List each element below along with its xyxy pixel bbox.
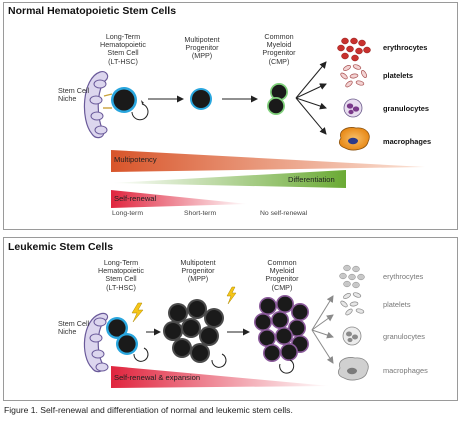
leukemic-output-platelets: platelets (383, 300, 411, 309)
output-erythrocytes: erythrocytes (383, 43, 428, 52)
granulocytes-icon (343, 98, 363, 118)
leukemic-output-granulocytes: granulocytes (383, 332, 425, 341)
normal-niche (83, 71, 113, 139)
lightning-icon (131, 286, 237, 323)
normal-niche-label: Stem Cell Niche (58, 86, 90, 104)
leukemic-panel-title: Leukemic Stem Cells (8, 241, 114, 253)
self-renewal-expansion-bar (111, 366, 330, 388)
leukemic-niche (83, 312, 109, 373)
leukemic-cmp-cluster (254, 295, 309, 374)
normal-mpp-cell (190, 88, 212, 110)
leukemic-mpp-cluster (163, 299, 227, 368)
platelets-icon (340, 64, 367, 88)
leukemic-erythrocytes-icon (339, 264, 365, 289)
normal-cmp-label: Common Myeloid Progenitor (CMP) (262, 32, 296, 66)
self-renewal-expansion-label: Self-renewal & expansion (114, 373, 201, 382)
leukemic-lt-hsc-cells (106, 317, 149, 362)
normal-panel (3, 2, 458, 230)
leukemic-niche-label: Stem Cell Niche (58, 319, 90, 337)
term-long: Long-term (112, 210, 143, 217)
normal-fan-arrows (295, 61, 327, 135)
leukemic-granulocytes-icon (342, 326, 362, 346)
leukemic-platelets-icon (340, 292, 365, 316)
leukemic-lt-hsc-label: Long-Term Hematopoietic Stem Cell (LT-HS… (98, 258, 144, 292)
leukemic-output-macrophages: macrophages (383, 366, 428, 375)
self-renewal-bar (111, 190, 248, 208)
normal-cmp-cells (267, 83, 288, 115)
leukemic-cmp-label: Common Myeloid Progenitor (CMP) (265, 258, 299, 292)
term-none: No self-renewal (260, 210, 308, 217)
leukemic-output-erythrocytes: erythrocytes (383, 272, 424, 281)
output-platelets: platelets (383, 71, 413, 80)
macrophages-icon (338, 127, 370, 151)
differentiation-bar (111, 170, 346, 188)
self-renewal-label: Self-renewal (114, 194, 157, 203)
normal-lt-hsc-cell (111, 87, 149, 121)
term-short: Short-term (184, 210, 217, 217)
normal-mpp-label: Multipotent Progenitor (MPP) (184, 35, 220, 61)
leukemic-mpp-label: Multipotent Progenitor (MPP) (180, 258, 216, 284)
leukemic-fan-arrows (311, 295, 334, 364)
normal-lt-hsc-label: Long-Term Hematopoietic Stem Cell (LT-HS… (100, 32, 146, 66)
multipotency-bar (111, 150, 425, 172)
differentiation-label: Differentiation (288, 175, 335, 184)
figure-caption: Figure 1. Self-renewal and differentiati… (4, 405, 293, 415)
output-granulocytes: granulocytes (383, 104, 430, 113)
output-macrophages: macrophages (383, 137, 432, 146)
leukemic-macrophages-icon (337, 357, 369, 381)
leukemic-panel (3, 237, 458, 401)
erythrocytes-icon (337, 37, 371, 62)
normal-panel-title: Normal Hematopoietic Stem Cells (8, 5, 177, 17)
multipotency-label: Multipotency (114, 155, 157, 164)
